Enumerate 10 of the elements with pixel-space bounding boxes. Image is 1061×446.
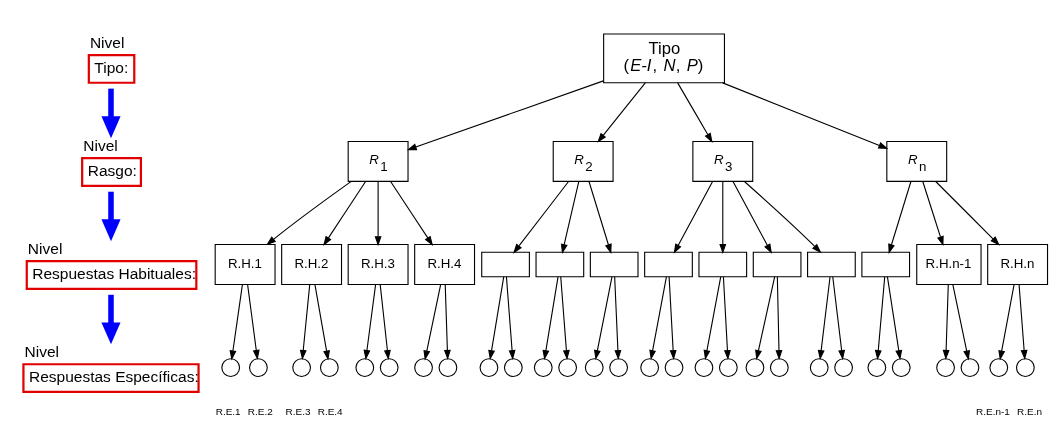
node-label: R.E.4 (317, 405, 343, 417)
node-label: Nivel (27, 239, 63, 257)
node-label: Nivel (89, 33, 125, 50)
node-label: R.E.2 (247, 405, 273, 417)
node-label: R.E.3 (285, 405, 311, 417)
node-label: R.E.1 (215, 405, 241, 417)
node-label: R.E.n (1017, 405, 1042, 417)
node-label: Nivel (24, 342, 59, 360)
node-label: R.E.n-1 (976, 405, 1010, 417)
node-label: Nivel (83, 136, 118, 154)
